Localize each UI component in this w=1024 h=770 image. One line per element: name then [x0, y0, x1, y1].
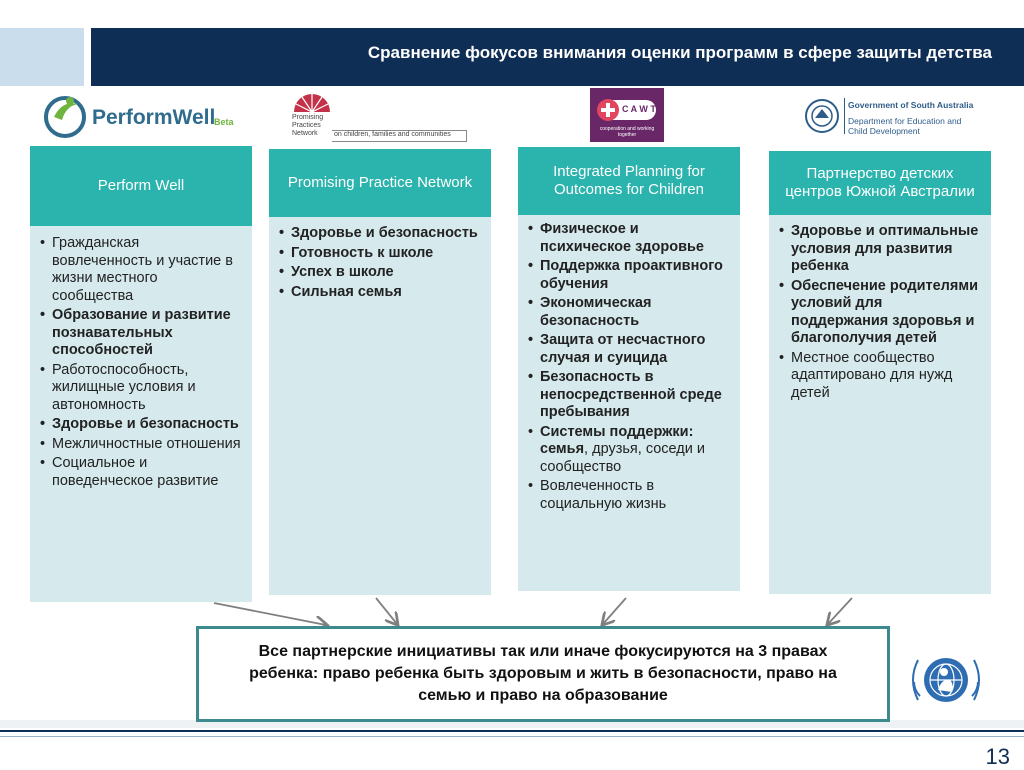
column-performwell: Perform Well Гражданская вовлеченность и… — [30, 146, 252, 602]
list-item: Готовность к школе — [279, 245, 481, 263]
unicef-emblem-icon — [912, 658, 980, 702]
gov-sa-line1: Government of South Australia — [848, 100, 974, 110]
gov-sa-logo: Government of South Australia Department… — [804, 98, 984, 138]
list-item: Здоровье и оптимальные условия для разви… — [779, 223, 981, 276]
list-item: Здоровье и безопасность — [279, 225, 481, 243]
list-item: Социальное и поведенческое развитие — [40, 455, 242, 490]
column-integrated-planning: Integrated Planning for Outcomes for Chi… — [518, 147, 740, 591]
column-header: Партнерство детских центров Южной Австра… — [769, 151, 991, 215]
gov-sa-divider — [844, 98, 845, 134]
list-item: Межличностные отношения — [40, 436, 242, 454]
performwell-swirl-icon — [44, 96, 86, 138]
list-item: Работоспособность, жилищные условия и ав… — [40, 362, 242, 415]
bottom-shadow-band — [0, 720, 1024, 728]
cawt-tagline: cooperation and working together — [599, 126, 655, 138]
list-item: Вовлеченность в социальную жизнь — [528, 478, 730, 513]
header-accent-block — [0, 28, 84, 86]
promising-practices-logo: Promising Practices Network on children,… — [290, 92, 470, 144]
list-item: Образование и развитие познавательных сп… — [40, 307, 242, 360]
list-item-bold-part: Системы поддержки: семья — [540, 423, 694, 458]
list-item: Системы поддержки: семья, друзья, соседи… — [528, 424, 730, 477]
summary-text: Все партнерские инициативы так или иначе… — [249, 643, 837, 704]
arrow-col3 — [603, 597, 627, 624]
summary-box: Все партнерские инициативы так или иначе… — [196, 626, 890, 722]
column-header: Perform Well — [30, 146, 252, 226]
promising-sunburst-icon — [294, 94, 330, 112]
list-item: Успех в школе — [279, 264, 481, 282]
criteria-list: Здоровье и оптимальные условия для разви… — [769, 215, 991, 402]
column-sa-partnership: Партнерство детских центров Южной Австра… — [769, 151, 991, 594]
list-item: Защита от несчастного случая и суицида — [528, 332, 730, 367]
performwell-name: PerformWell — [92, 106, 216, 129]
cawt-letters: C A W T — [622, 104, 656, 114]
footer-line — [0, 730, 1024, 732]
column-header: Promising Practice Network — [269, 149, 491, 217]
list-item: Поддержка проактивного обучения — [528, 258, 730, 293]
gov-sa-line2: Department for Education and — [848, 116, 962, 126]
page-number: 13 — [985, 744, 1010, 769]
list-item-rest: , друзья, соседи и сообщество — [540, 441, 705, 475]
column-header: Integrated Planning for Outcomes for Chi… — [518, 147, 740, 215]
list-item: Местное сообщество адаптировано для нужд… — [779, 350, 981, 403]
list-item: Экономическая безопасность — [528, 295, 730, 330]
column-promising-practice: Promising Practice Network Здоровье и бе… — [269, 149, 491, 595]
promising-line1: Promising — [292, 114, 324, 121]
criteria-list: Здоровье и безопасность Готовность к шко… — [269, 217, 491, 301]
cawt-logo: C A W T cooperation and working together — [590, 88, 664, 142]
promising-line3: Network — [292, 130, 318, 137]
slide-title: Сравнение фокусов внимания оценки програ… — [367, 43, 992, 62]
list-item: Безопасность в непосредственной среде пр… — [528, 369, 730, 422]
arrow-col4 — [828, 597, 853, 624]
header-bar: Сравнение фокусов внимания оценки програ… — [91, 28, 1024, 86]
footer-line-thin — [0, 736, 1024, 737]
promising-tagline: on children, families and communities — [334, 131, 451, 138]
performwell-beta: Beta — [214, 117, 234, 127]
list-item: Здоровье и безопасность — [40, 416, 242, 434]
list-item: Физическое и психическое здоровье — [528, 221, 730, 256]
list-item: Сильная семья — [279, 284, 481, 302]
list-item: Обеспечение родителями условий для подде… — [779, 278, 981, 348]
cawt-cross-icon — [597, 99, 619, 121]
promising-line2: Practices — [292, 122, 321, 129]
gov-sa-line3: Child Development — [848, 126, 920, 136]
arrow-col2 — [375, 597, 397, 624]
criteria-list: Гражданская вовлеченность и участие в жи… — [30, 226, 252, 490]
list-item: Гражданская вовлеченность и участие в жи… — [40, 235, 242, 305]
criteria-list: Физическое и психическое здоровье Поддер… — [518, 215, 740, 513]
sa-crest-icon — [805, 99, 839, 133]
performwell-logo: PerformWell Beta — [42, 92, 252, 138]
promising-tagline-box: on children, families and communities — [332, 130, 467, 142]
arrow-col1 — [213, 602, 326, 625]
